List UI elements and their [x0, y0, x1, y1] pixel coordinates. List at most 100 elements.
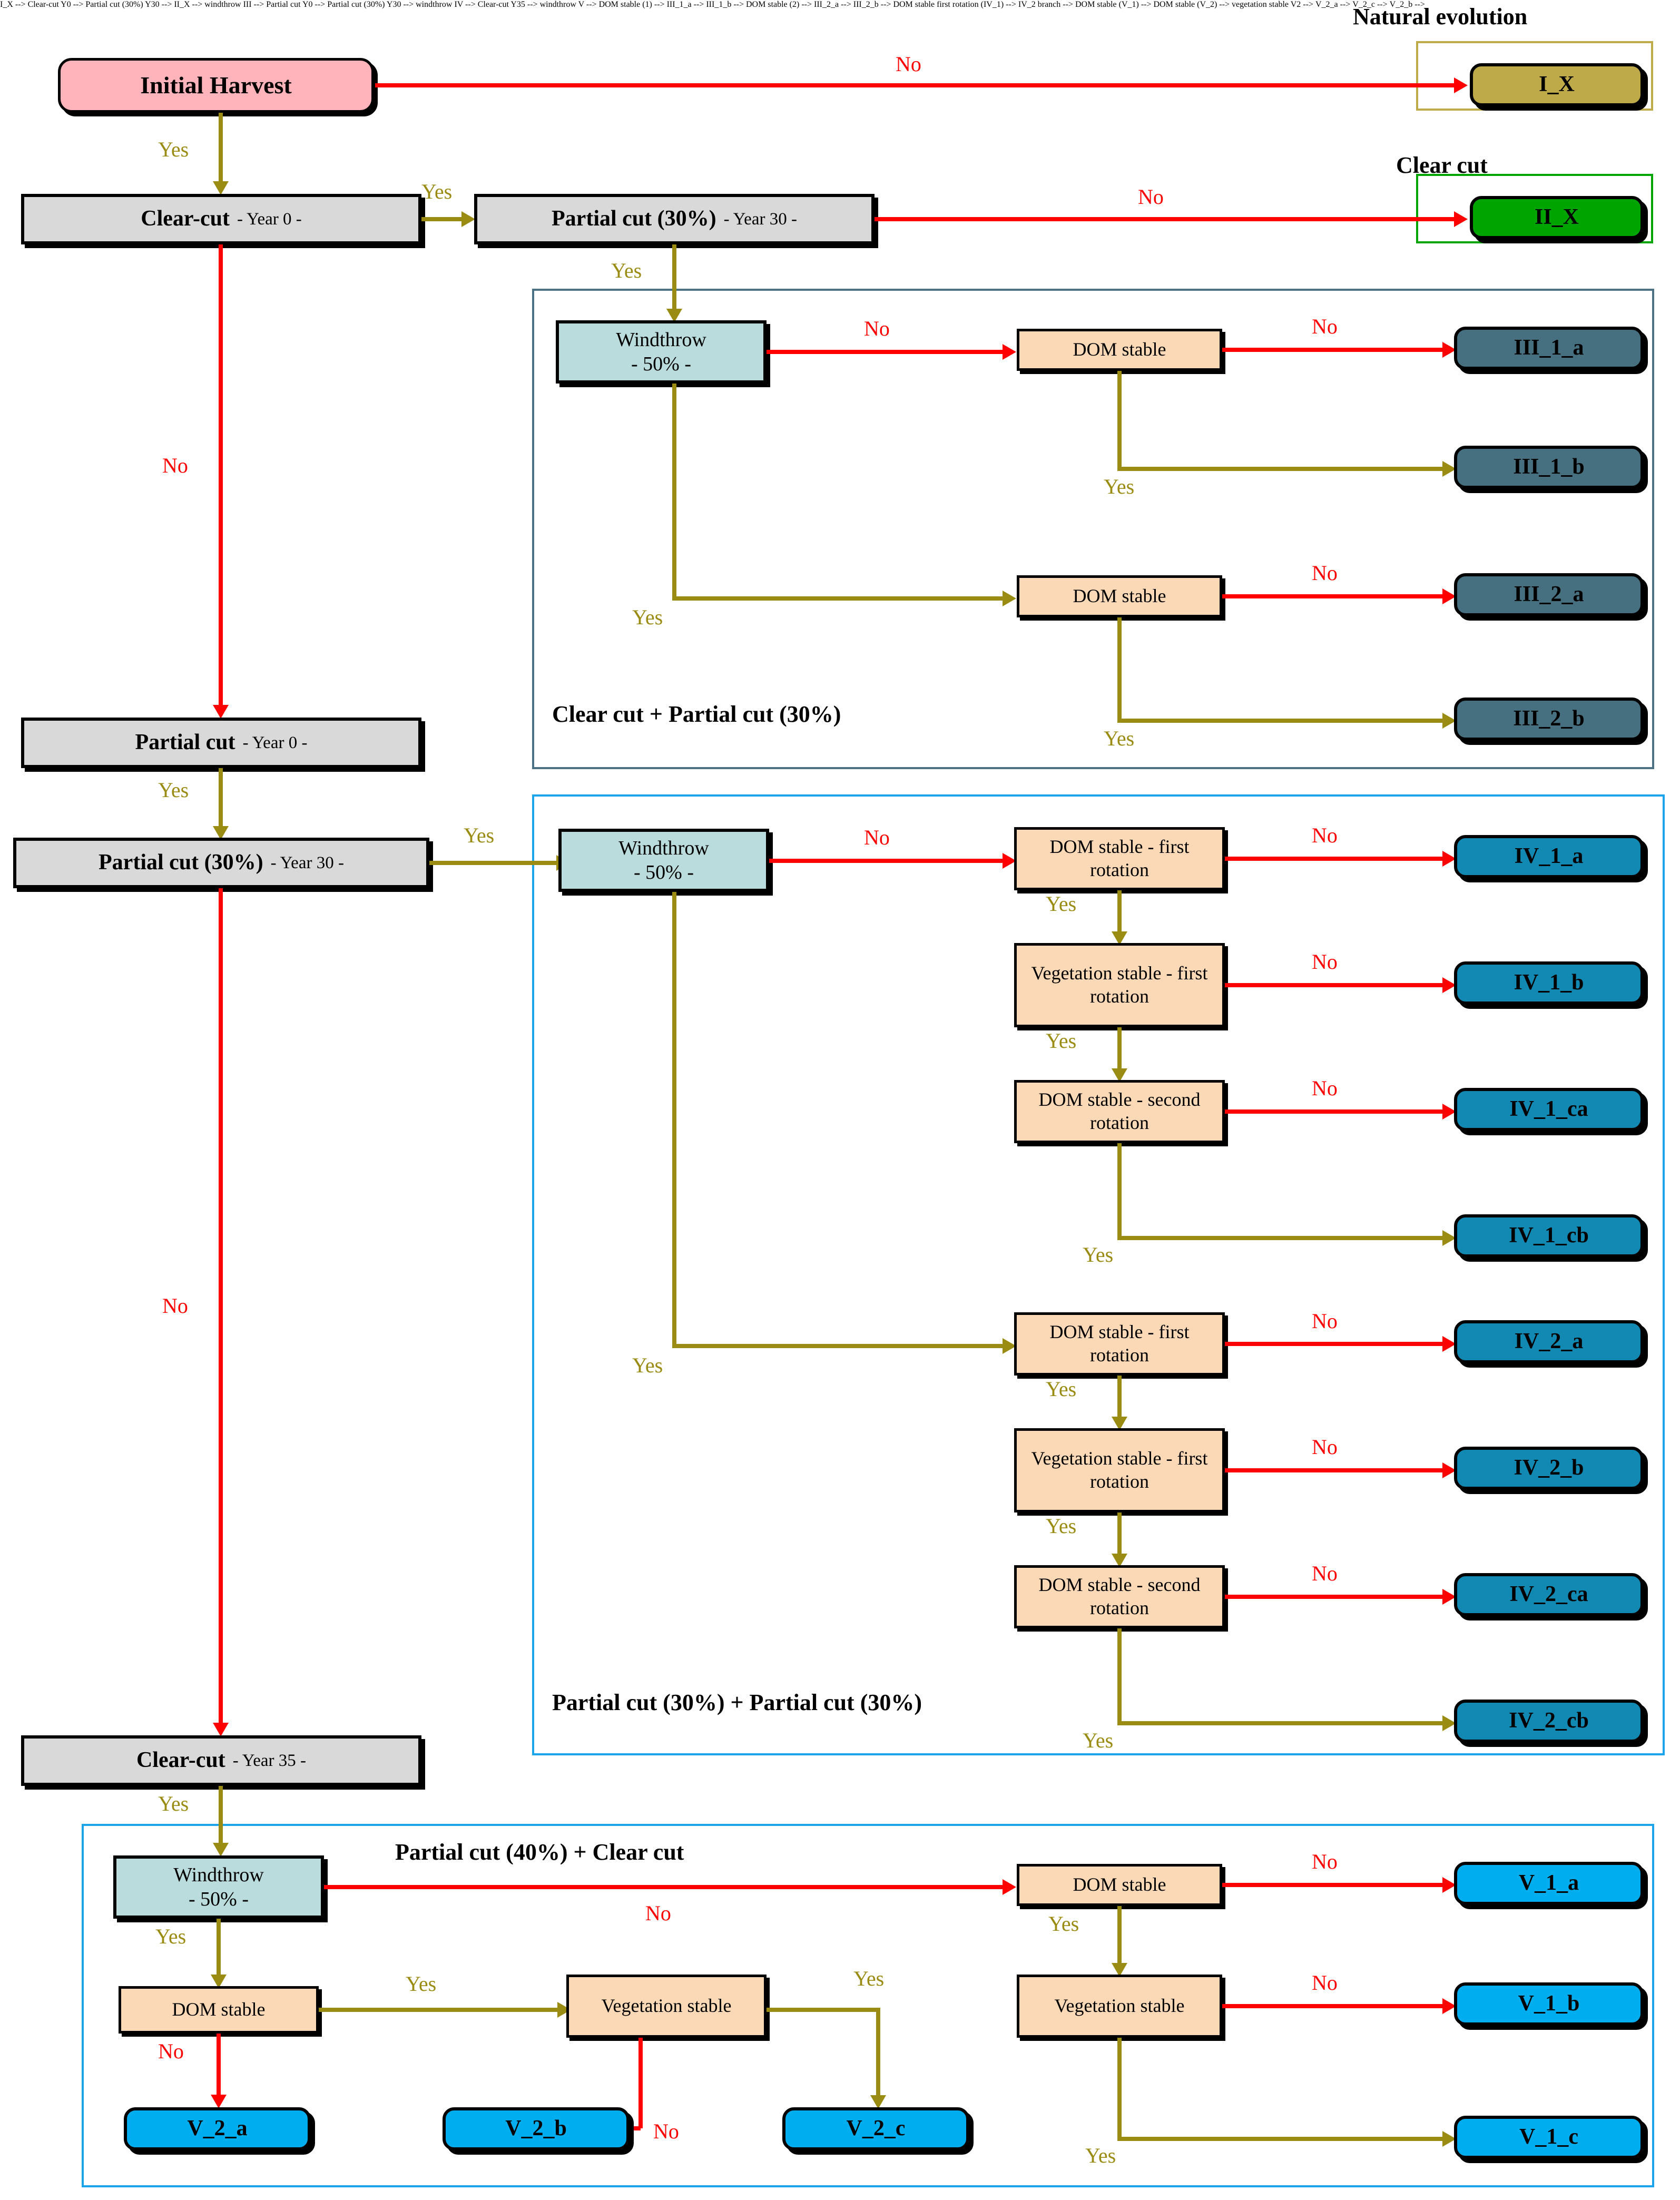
arrowhead-clearcut0 — [213, 181, 229, 195]
terminal-IV_1_a[interactable]: IV_1_a — [1454, 835, 1644, 878]
edge-label-yes-dom1-III: Yes — [1104, 475, 1135, 498]
edge-initial-harvest-to-I_X — [375, 83, 1455, 87]
edge-label-yes-domV2: Yes — [406, 1972, 437, 1996]
terminal-IV_2_a[interactable]: IV_2_a — [1454, 1320, 1644, 1363]
node-dom-stable-first-rotation-IV-2[interactable]: DOM stable - first rotation — [1014, 1312, 1225, 1376]
windthrow-line2: - 50% - — [634, 861, 694, 883]
terminal-IV_2_ca[interactable]: IV_2_ca — [1454, 1573, 1644, 1616]
node-dom-stable-second-rotation-IV-1[interactable]: DOM stable - second rotation — [1014, 1080, 1225, 1143]
edge-label-no-domfirst2-IV: No — [1312, 1309, 1338, 1333]
arrowhead-V_2_c — [870, 2095, 886, 2109]
arrowhead-IV_1_ca — [1442, 1104, 1456, 1119]
node-label: Clear-cut — [141, 207, 230, 231]
edge-label-yes-vegV1: Yes — [1085, 2144, 1116, 2167]
windthrow-line2: - 50% - — [631, 353, 691, 375]
terminal-V_1_c[interactable]: V_1_c — [1454, 2116, 1644, 2159]
node-vegetation-stable-V-2[interactable]: Vegetation stable — [566, 1975, 767, 2038]
group-caption-V: Partial cut (40%) + Clear cut — [395, 1839, 684, 1865]
edge-domsecond1-to-IV_1_ca — [1225, 1109, 1443, 1114]
edge-label-yes-clearcut0: Yes — [421, 180, 453, 203]
edge-vegV2-yes-horiz — [767, 2008, 880, 2012]
terminal-III_1_a[interactable]: III_1_a — [1454, 327, 1644, 370]
terminal-II_X[interactable]: II_X — [1470, 196, 1644, 239]
node-clear-cut-year-35[interactable]: Clear-cut - Year 35 - — [21, 1735, 421, 1786]
node-initial-harvest[interactable]: Initial Harvest — [58, 58, 374, 113]
edge-label-no-vegV1: No — [1312, 1971, 1338, 1995]
terminal-V_2_a[interactable]: V_2_a — [124, 2107, 311, 2150]
node-label: Partial cut — [135, 730, 235, 755]
node-year: - Year 35 - — [232, 1751, 307, 1770]
windthrow-line1: Windthrow — [173, 1863, 264, 1886]
terminal-IV_2_cb[interactable]: IV_2_cb — [1454, 1700, 1644, 1743]
terminal-III_2_b[interactable]: III_2_b — [1454, 698, 1644, 741]
terminal-V_2_c[interactable]: V_2_c — [782, 2107, 969, 2150]
node-dom-stable-first-rotation-IV-1[interactable]: DOM stable - first rotation — [1014, 827, 1225, 890]
edge-vegV1-yes-vert — [1117, 2038, 1122, 2139]
node-vegetation-stable-V-1[interactable]: Vegetation stable — [1017, 1975, 1222, 2038]
node-windthrow-V[interactable]: Windthrow - 50% - — [113, 1855, 324, 1919]
edge-dom1-to-III_1_a — [1222, 348, 1443, 352]
edge-label-yes-clearcut35: Yes — [158, 1792, 189, 1815]
arrowhead-dom1-III — [1003, 344, 1016, 360]
node-partial-cut-year-0[interactable]: Partial cut - Year 0 - — [21, 718, 421, 768]
edge-domfirst2-to-IV_2_a — [1225, 1342, 1443, 1346]
node-vegetation-stable-first-rotation-IV-1[interactable]: Vegetation stable - first rotation — [1014, 943, 1225, 1027]
terminal-I_X[interactable]: I_X — [1470, 63, 1644, 106]
node-partial-cut-30-year-30[interactable]: Partial cut (30%) - Year 30 - — [13, 838, 429, 888]
arrowhead-partialcut0 — [213, 705, 229, 719]
panel-group-V — [82, 1824, 1654, 2187]
edge-partialcut30top-to-II_X — [875, 217, 1455, 221]
edge-label-yes-domfirst1-IV: Yes — [1046, 892, 1077, 916]
edge-label-yes-dom2-III: Yes — [1104, 726, 1135, 750]
node-windthrow-IV[interactable]: Windthrow - 50% - — [558, 829, 769, 892]
edge-vegfirst1-to-domsecond1 — [1117, 1027, 1122, 1070]
edge-clearcut35-to-windthrowV — [219, 1786, 223, 1845]
edge-label-no-domV1: No — [1312, 1850, 1338, 1873]
node-partial-cut-30-year-30-top[interactable]: Partial cut (30%) - Year 30 - — [474, 194, 875, 244]
arrowhead-V_1_b — [1442, 1998, 1456, 2014]
node-vegetation-stable-first-rotation-IV-2[interactable]: Vegetation stable - first rotation — [1014, 1428, 1225, 1512]
arrowhead-III_2_a — [1442, 588, 1456, 604]
edge-label-yes-initial-harvest: Yes — [158, 138, 189, 161]
terminal-V_1_a[interactable]: V_1_a — [1454, 1862, 1644, 1905]
terminal-IV_2_b[interactable]: IV_2_b — [1454, 1447, 1644, 1490]
terminal-III_1_b[interactable]: III_1_b — [1454, 446, 1644, 489]
node-dom-stable-III-1[interactable]: DOM stable — [1017, 329, 1222, 371]
node-dom-stable-second-rotation-IV-2[interactable]: DOM stable - second rotation — [1014, 1565, 1225, 1628]
edge-windthrowIV-yes-vert — [672, 892, 676, 1346]
edge-label-no-vegfirst1-IV: No — [1312, 950, 1338, 974]
edge-domV1-to-V_1_a — [1222, 1883, 1443, 1887]
edge-vegV1-yes-horiz — [1117, 2137, 1443, 2141]
node-clear-cut-year-0[interactable]: Clear-cut - Year 0 - — [21, 194, 421, 244]
edge-domV2-to-vegV2 — [319, 2008, 558, 2012]
edge-label-no-windthrowIV: No — [864, 826, 890, 849]
edge-dom2-yes-horiz — [1117, 719, 1443, 723]
edge-domsecond1-yes-horiz — [1117, 1236, 1443, 1240]
node-windthrow-III[interactable]: Windthrow - 50% - — [556, 320, 767, 384]
panel-group-IV — [532, 794, 1665, 1755]
terminal-IV_1_b[interactable]: IV_1_b — [1454, 961, 1644, 1005]
arrowhead-V_1_c — [1442, 2131, 1456, 2147]
edge-domsecond2-to-IV_2_ca — [1225, 1595, 1443, 1599]
node-dom-stable-V-2[interactable]: DOM stable — [119, 1986, 319, 2034]
node-dom-stable-V-1[interactable]: DOM stable — [1017, 1864, 1222, 1906]
terminal-V_1_b[interactable]: V_1_b — [1454, 1982, 1644, 2026]
terminal-III_2_a[interactable]: III_2_a — [1454, 573, 1644, 616]
node-dom-stable-III-2[interactable]: DOM stable — [1017, 575, 1222, 617]
terminal-IV_1_ca[interactable]: IV_1_ca — [1454, 1088, 1644, 1131]
edge-clearcut0-to-partialcut0 — [219, 244, 223, 707]
edge-partialcut0-to-partialcut30 — [219, 768, 223, 828]
arrowhead-domfirst2-IV — [1003, 1338, 1016, 1354]
arrowhead-vegV1 — [1112, 1963, 1127, 1977]
edge-label-yes-windthrowV: Yes — [155, 1924, 186, 1948]
terminal-V_2_b[interactable]: V_2_b — [443, 2107, 630, 2150]
edge-label-yes-partialcut30: Yes — [464, 823, 495, 847]
edge-domV2-to-V_2_a — [217, 2034, 221, 2097]
arrowhead-windthrowV — [213, 1843, 229, 1857]
edge-label-no-initial-harvest: No — [896, 52, 921, 76]
edge-label-yes-vegfirst1-IV: Yes — [1046, 1029, 1077, 1053]
terminal-IV_1_cb[interactable]: IV_1_cb — [1454, 1214, 1644, 1258]
edge-partialcut30-to-windthrowIV — [429, 861, 558, 865]
arrowhead-IV_2_ca — [1442, 1589, 1456, 1605]
node-year: - Year 30 - — [723, 209, 797, 229]
